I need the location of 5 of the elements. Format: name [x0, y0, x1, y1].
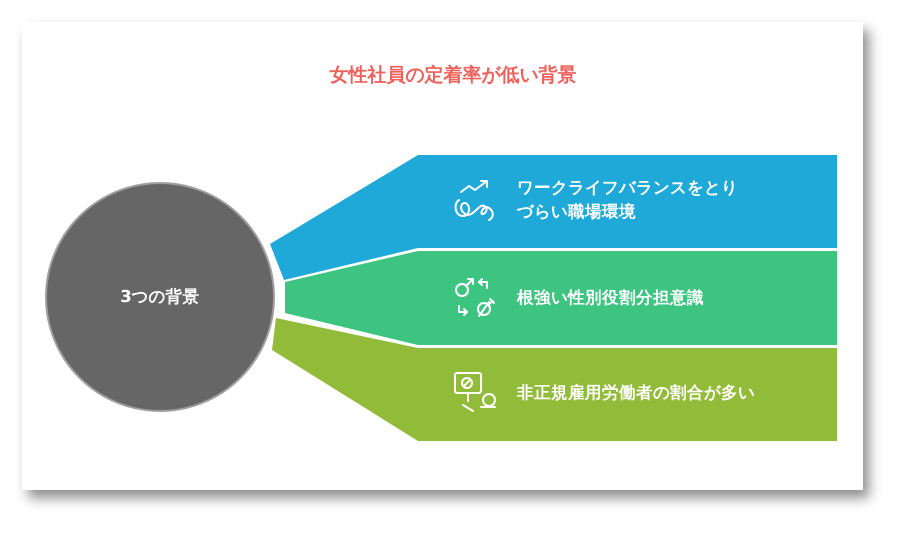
band-label: 根強い性別役割分担意識 [517, 287, 705, 309]
band-label: ワークライフバランスをとりづらい職場環境 [517, 177, 739, 223]
title: 女性社員の定着率が低い背景 [328, 63, 578, 88]
band-label: 非正規雇用労働者の割合が多い [517, 382, 756, 404]
node-label: 3つの背景 [119, 286, 201, 308]
